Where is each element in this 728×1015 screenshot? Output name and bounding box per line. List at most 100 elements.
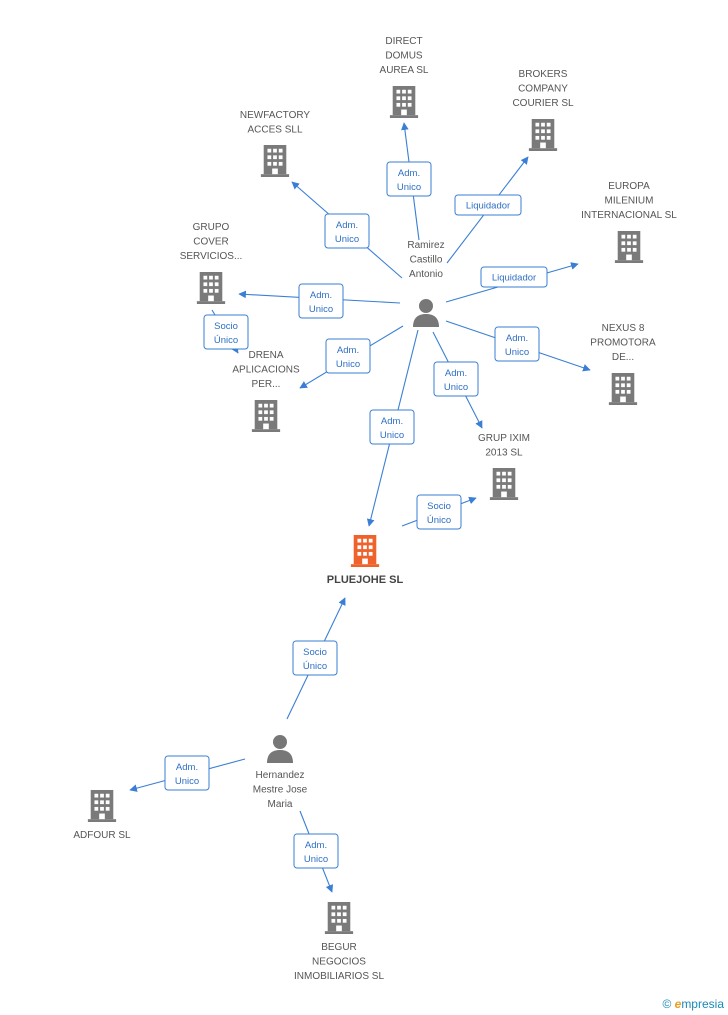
edge-label-text: Unico	[309, 304, 333, 315]
edge-label-box	[292, 640, 338, 676]
edge-label-box	[369, 409, 415, 445]
edge-label-ramirez-grupo[interactable]: Adm. Unico	[298, 283, 344, 319]
edge-label-text: Adm.	[337, 345, 359, 356]
edge-label-text: Unico	[335, 234, 359, 245]
node-label: COURIER SL	[512, 98, 574, 109]
empresia-watermark[interactable]: © empresia	[662, 997, 724, 1011]
person-icon[interactable]	[267, 735, 293, 763]
building-icon[interactable]	[489, 468, 519, 500]
node-label: DRENA	[248, 350, 283, 361]
edge-label-text: Adm.	[398, 168, 420, 179]
edge-label-box	[454, 194, 522, 216]
edge-label-box	[480, 266, 548, 288]
edge-labels-layer: Adm.UnicoLiquidadorAdm.UnicoLiquidadorAd…	[164, 161, 548, 869]
building-icon[interactable]	[614, 231, 644, 263]
edge-label-box	[325, 338, 371, 374]
brand-initial: e	[674, 997, 682, 1011]
edge-label-text: Unico	[397, 182, 421, 193]
edge-label-ramirez-brokers[interactable]: Liquidador	[454, 194, 522, 216]
edge-label-box	[386, 161, 432, 197]
edge-label-text: Socio	[303, 647, 327, 658]
edge-label-text: Adm.	[310, 290, 332, 301]
edge-label-box	[203, 314, 249, 350]
node-newfactory[interactable]: NEWFACTORY ACCES SLL	[240, 110, 311, 177]
edge-label-text: Unico	[380, 430, 404, 441]
edge-label-ramirez-europa[interactable]: Liquidador	[480, 266, 548, 288]
edge-label-text: Socio	[427, 501, 451, 512]
node-adfour[interactable]: ADFOUR SL	[73, 790, 131, 841]
node-label: NEGOCIOS	[312, 957, 366, 968]
node-nexus[interactable]: NEXUS 8 PROMOTORA DE...	[590, 323, 656, 405]
node-label: APLICACIONS	[232, 365, 300, 376]
edge-label-text: Unico	[444, 382, 468, 393]
building-icon[interactable]	[389, 86, 419, 118]
node-label: NEWFACTORY	[240, 110, 311, 121]
edge-label-ramirez-grupixim[interactable]: Adm. Unico	[433, 361, 479, 397]
edge-label-ramirez-direct[interactable]: Adm. Unico	[386, 161, 432, 197]
edge-label-box	[433, 361, 479, 397]
edge-label-text: Único	[214, 335, 238, 346]
edge-label-ramirez-drena[interactable]: Adm. Unico	[325, 338, 371, 374]
building-icon[interactable]	[608, 373, 638, 405]
edge-label-text: Adm.	[305, 840, 327, 851]
edge-label-box	[164, 755, 210, 791]
node-label: EUROPA	[608, 181, 650, 192]
edge-label-text: Liquidador	[492, 273, 536, 284]
building-icon[interactable]	[87, 790, 117, 822]
node-label: PER...	[252, 379, 281, 390]
node-label: NEXUS 8	[602, 323, 645, 334]
edge-label-text: Adm.	[445, 368, 467, 379]
building-icon[interactable]	[251, 400, 281, 432]
edge-label-hernandez-adfour[interactable]: Adm.Unico	[164, 755, 210, 791]
edge-label-ramirez-pluejohe[interactable]: Adm. Unico	[369, 409, 415, 445]
building-icon[interactable]	[324, 902, 354, 934]
building-icon[interactable]	[260, 145, 290, 177]
edge-label-ramirez-nexus[interactable]: Adm. Unico	[494, 326, 540, 362]
edge-label-text: Liquidador	[466, 201, 510, 212]
edge-label-text: Unico	[336, 359, 360, 370]
node-label: Maria	[267, 799, 292, 810]
person-icon[interactable]	[413, 299, 439, 327]
node-label: Hernandez	[256, 770, 305, 781]
building-icon[interactable]	[528, 119, 558, 151]
edge-label-text: Adm.	[506, 333, 528, 344]
node-label: COVER	[193, 237, 229, 248]
edge-label-box	[416, 494, 462, 530]
edge-label-text: Único	[303, 661, 327, 672]
node-drena[interactable]: DRENA APLICACIONS PER...	[232, 350, 300, 432]
node-label: DE...	[612, 352, 634, 363]
node-label: GRUPO	[193, 222, 230, 233]
node-label: PROMOTORA	[590, 338, 656, 349]
node-label: ACCES SLL	[247, 125, 302, 136]
edge-label-text: Unico	[304, 854, 328, 865]
node-label: Mestre Jose	[253, 785, 308, 796]
edge-label-text: Socio	[214, 321, 238, 332]
building-icon[interactable]	[350, 535, 380, 567]
edge-label-text: Unico	[505, 347, 529, 358]
edge-label-box	[324, 213, 370, 249]
node-pluejohe[interactable]: PLUEJOHE SL	[327, 535, 404, 586]
node-label: Antonio	[409, 269, 443, 280]
node-label: INTERNACIONAL SL	[581, 210, 677, 221]
edge-label-text: Adm.	[381, 416, 403, 427]
node-grupo[interactable]: GRUPOCOVERSERVICIOS...	[180, 222, 243, 304]
node-label: PLUEJOHE SL	[327, 574, 404, 586]
copyright-symbol: ©	[662, 997, 672, 1011]
building-icon[interactable]	[196, 272, 226, 304]
edge-label-text: Adm.	[176, 762, 198, 773]
edge-label-ramirez-newfactory[interactable]: Adm.Unico	[324, 213, 370, 249]
node-label: 2013 SL	[485, 448, 523, 459]
edge-label-hernandez-begur[interactable]: Adm. Unico	[293, 833, 339, 869]
edge-label-box	[494, 326, 540, 362]
